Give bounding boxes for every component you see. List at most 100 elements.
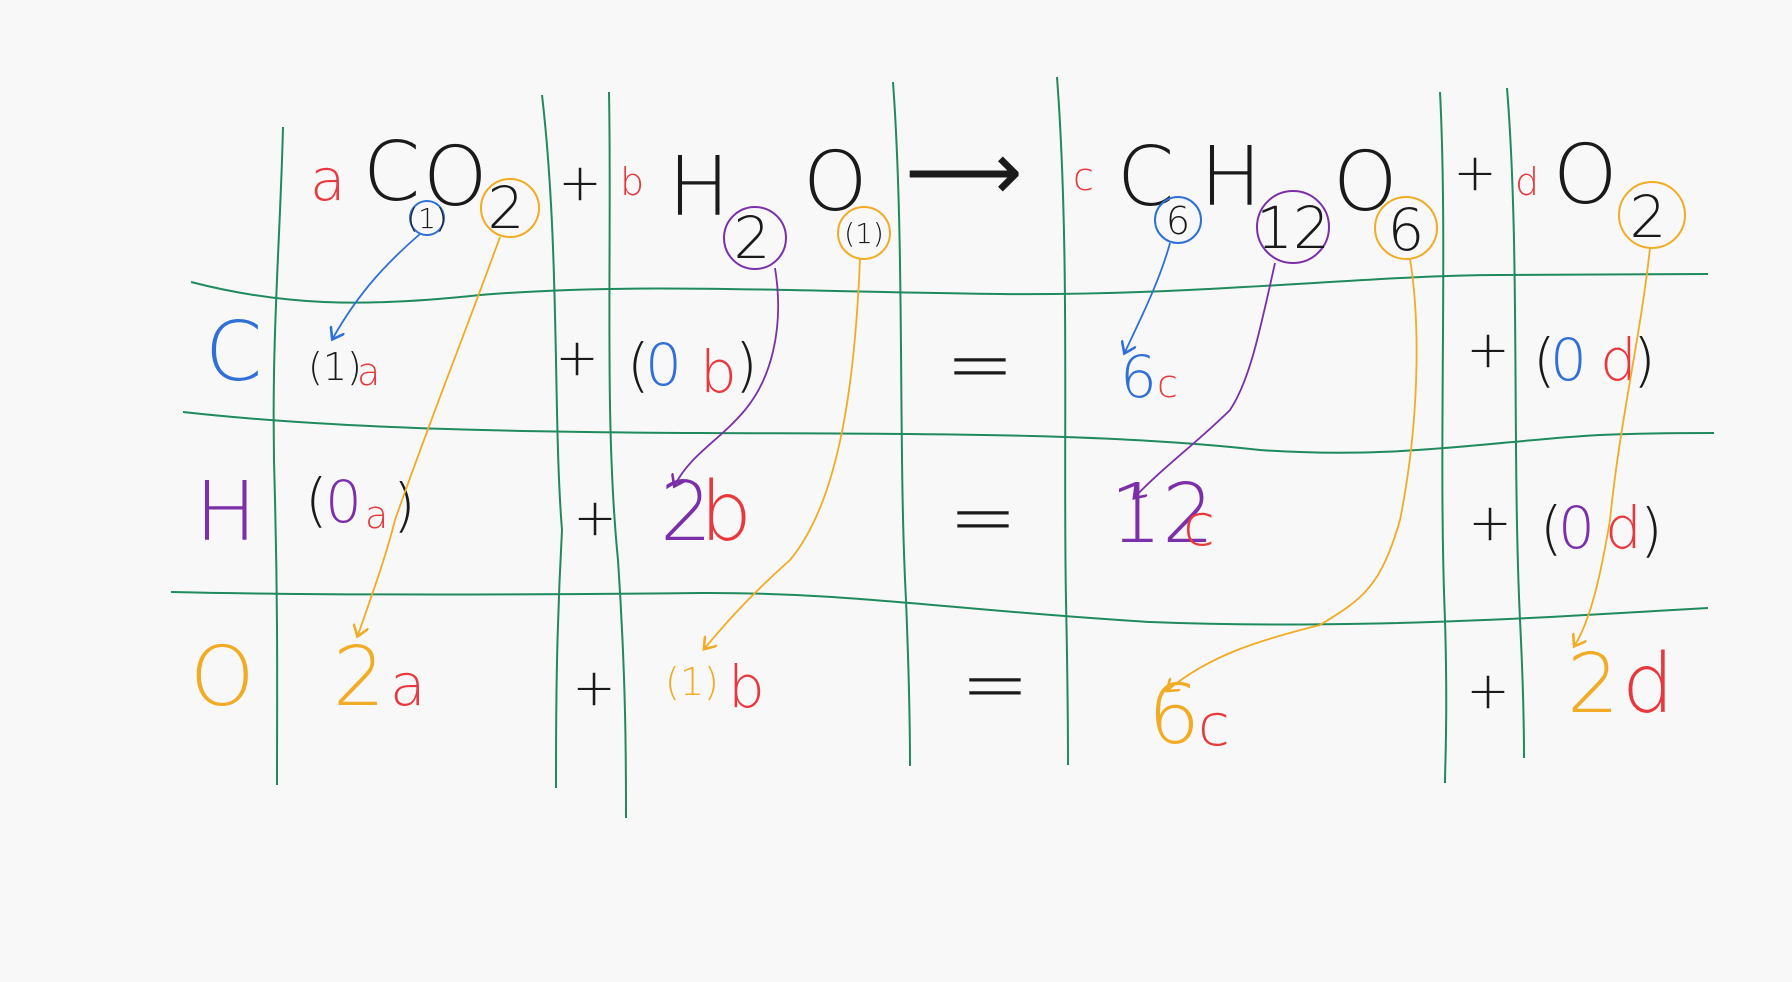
o2-subscript-o: 2 bbox=[1630, 183, 1667, 251]
grid-vline-5 bbox=[1056, 76, 1069, 766]
hydrogen-c-coefficient: 12 bbox=[1110, 467, 1214, 562]
o2-sub-o-circle bbox=[1618, 181, 1686, 249]
oxygen-plus-2: + bbox=[1466, 661, 1510, 721]
h2o-sub-h-circle bbox=[723, 206, 787, 270]
carbon-b-open: ( bbox=[627, 331, 650, 399]
grid-vline-7 bbox=[1506, 87, 1525, 759]
carbon-b-close: ) bbox=[735, 331, 758, 399]
carbon-c-coefficient: 6 bbox=[1120, 343, 1157, 411]
oxygen-c-coefficient: 6 bbox=[1148, 668, 1200, 763]
row-labels: C H O bbox=[190, 305, 262, 725]
glucose-sub-o-circle bbox=[1374, 196, 1438, 260]
coef-b: b bbox=[620, 160, 644, 204]
oxygen-c-variable: c bbox=[1198, 691, 1230, 759]
reaction-arrow: ⟶ bbox=[905, 125, 1023, 220]
carbon-d-variable: d bbox=[1600, 326, 1637, 394]
arrow-glucose-carbon bbox=[1125, 242, 1171, 352]
oxygen-a-coefficient: 2 bbox=[333, 630, 385, 725]
carbon-c-variable: c bbox=[1157, 362, 1178, 406]
carbon-equals: = bbox=[946, 317, 1015, 412]
grid-vline-6 bbox=[1439, 91, 1448, 784]
o2-oxygen: O bbox=[1553, 128, 1618, 223]
carbon-d-open: ( bbox=[1533, 326, 1556, 394]
equation-plus-1: + bbox=[558, 153, 602, 213]
grid-vline-3 bbox=[608, 91, 627, 819]
hydrogen-equals: = bbox=[949, 470, 1018, 565]
oxygen-b-coefficient: (1) bbox=[665, 660, 719, 704]
coef-d: d bbox=[1515, 160, 1539, 204]
hydrogen-a-coefficient: 0 bbox=[325, 468, 362, 536]
hydrogen-c-variable: c bbox=[1183, 491, 1215, 559]
co2-subscript-o: 2 bbox=[488, 174, 525, 242]
h2o-hydrogen: H bbox=[668, 140, 730, 235]
glucose-sub-h-circle bbox=[1256, 190, 1330, 264]
carbon-plus-2: + bbox=[1466, 320, 1510, 380]
h2o-subscript-o: (1) bbox=[844, 217, 884, 250]
carbon-a-variable: a bbox=[357, 350, 380, 394]
h2o-subscript-h: 2 bbox=[734, 204, 771, 272]
grid-hline-1 bbox=[190, 273, 1709, 304]
co2-oxygen: O bbox=[423, 130, 488, 225]
glucose-carbon: C bbox=[1117, 130, 1174, 225]
arrow-h2o-hydrogen bbox=[675, 267, 780, 485]
grid-vline-4 bbox=[892, 81, 911, 767]
grid-hline-2 bbox=[182, 411, 1715, 454]
equation: a C O (1) 2 + b H 2 O (1) ⟶ c C 6 H 12 O… bbox=[310, 125, 1686, 272]
hydrogen-a-open: ( bbox=[305, 466, 328, 534]
arrow-o2-oxygen bbox=[1575, 247, 1651, 645]
carbon-plus-1: + bbox=[555, 328, 599, 388]
glucose-oxygen: O bbox=[1333, 135, 1398, 230]
glucose-subscript-o: 6 bbox=[1388, 196, 1425, 264]
h2o-sub-o-circle bbox=[837, 206, 891, 260]
carbon-d-close: ) bbox=[1633, 326, 1656, 394]
row-label-oxygen: O bbox=[190, 630, 255, 725]
glucose-subscript-c: 6 bbox=[1166, 199, 1190, 243]
connector-arrows bbox=[333, 233, 1651, 690]
coef-a: a bbox=[310, 146, 346, 214]
grid-lines bbox=[170, 76, 1715, 819]
oxygen-plus-1: + bbox=[572, 658, 616, 718]
hydrogen-b-variable: b bbox=[700, 465, 752, 560]
hydrogen-plus-1: + bbox=[573, 488, 617, 548]
arrow-glucose-hydrogen bbox=[1135, 262, 1276, 497]
co2-subscript-c: (1) bbox=[407, 202, 447, 235]
arrow-co2-oxygen bbox=[358, 236, 501, 635]
row-label-carbon: C bbox=[205, 305, 262, 400]
oxygen-d-coefficient: 2 bbox=[1567, 637, 1619, 732]
grid-vline-1 bbox=[272, 126, 284, 786]
row-label-hydrogen: H bbox=[195, 465, 257, 560]
glucose-sub-c-circle bbox=[1154, 196, 1202, 244]
hydrogen-d-close: ) bbox=[1640, 496, 1663, 564]
h2o-oxygen: O bbox=[803, 135, 868, 230]
oxygen-a-variable: a bbox=[390, 651, 426, 719]
arrow-co2-carbon bbox=[333, 233, 421, 338]
oxygen-b-variable: b bbox=[728, 653, 765, 721]
arrow-h2o-oxygen bbox=[705, 258, 861, 648]
coef-c: c bbox=[1073, 155, 1094, 199]
hydrogen-a-close: ) bbox=[393, 471, 416, 539]
equation-plus-2: + bbox=[1453, 143, 1497, 203]
hydrogen-d-variable: d bbox=[1605, 494, 1642, 562]
grid-vline-2 bbox=[541, 94, 564, 789]
carbon-b-coefficient: 0 bbox=[645, 331, 682, 399]
glucose-subscript-h: 12 bbox=[1256, 194, 1330, 262]
co2-carbon: C bbox=[363, 125, 420, 220]
co2-sub-c-circle bbox=[409, 200, 445, 236]
carbon-row: (1) a + ( 0 b ) = 6 c + ( 0 d ) bbox=[308, 317, 1656, 412]
glucose-hydrogen: H bbox=[1200, 130, 1262, 225]
hydrogen-plus-2: + bbox=[1468, 493, 1512, 553]
oxygen-d-variable: d bbox=[1622, 637, 1674, 732]
carbon-b-variable: b bbox=[700, 338, 737, 406]
carbon-a-coefficient: (1) bbox=[308, 345, 362, 389]
oxygen-equals: = bbox=[961, 637, 1030, 732]
hydrogen-a-variable: a bbox=[365, 493, 388, 537]
hydrogen-row: ( 0 a ) + 2 b = 12 c + ( 0 d ) bbox=[305, 465, 1663, 565]
oxygen-row: 2 a + (1) b = 6 c + 2 d bbox=[333, 630, 1674, 763]
carbon-d-coefficient: 0 bbox=[1550, 326, 1587, 394]
co2-sub-o-circle bbox=[480, 178, 540, 238]
grid-hline-3 bbox=[170, 591, 1709, 626]
hydrogen-d-coefficient: 0 bbox=[1558, 494, 1595, 562]
arrow-glucose-oxygen bbox=[1168, 258, 1418, 690]
